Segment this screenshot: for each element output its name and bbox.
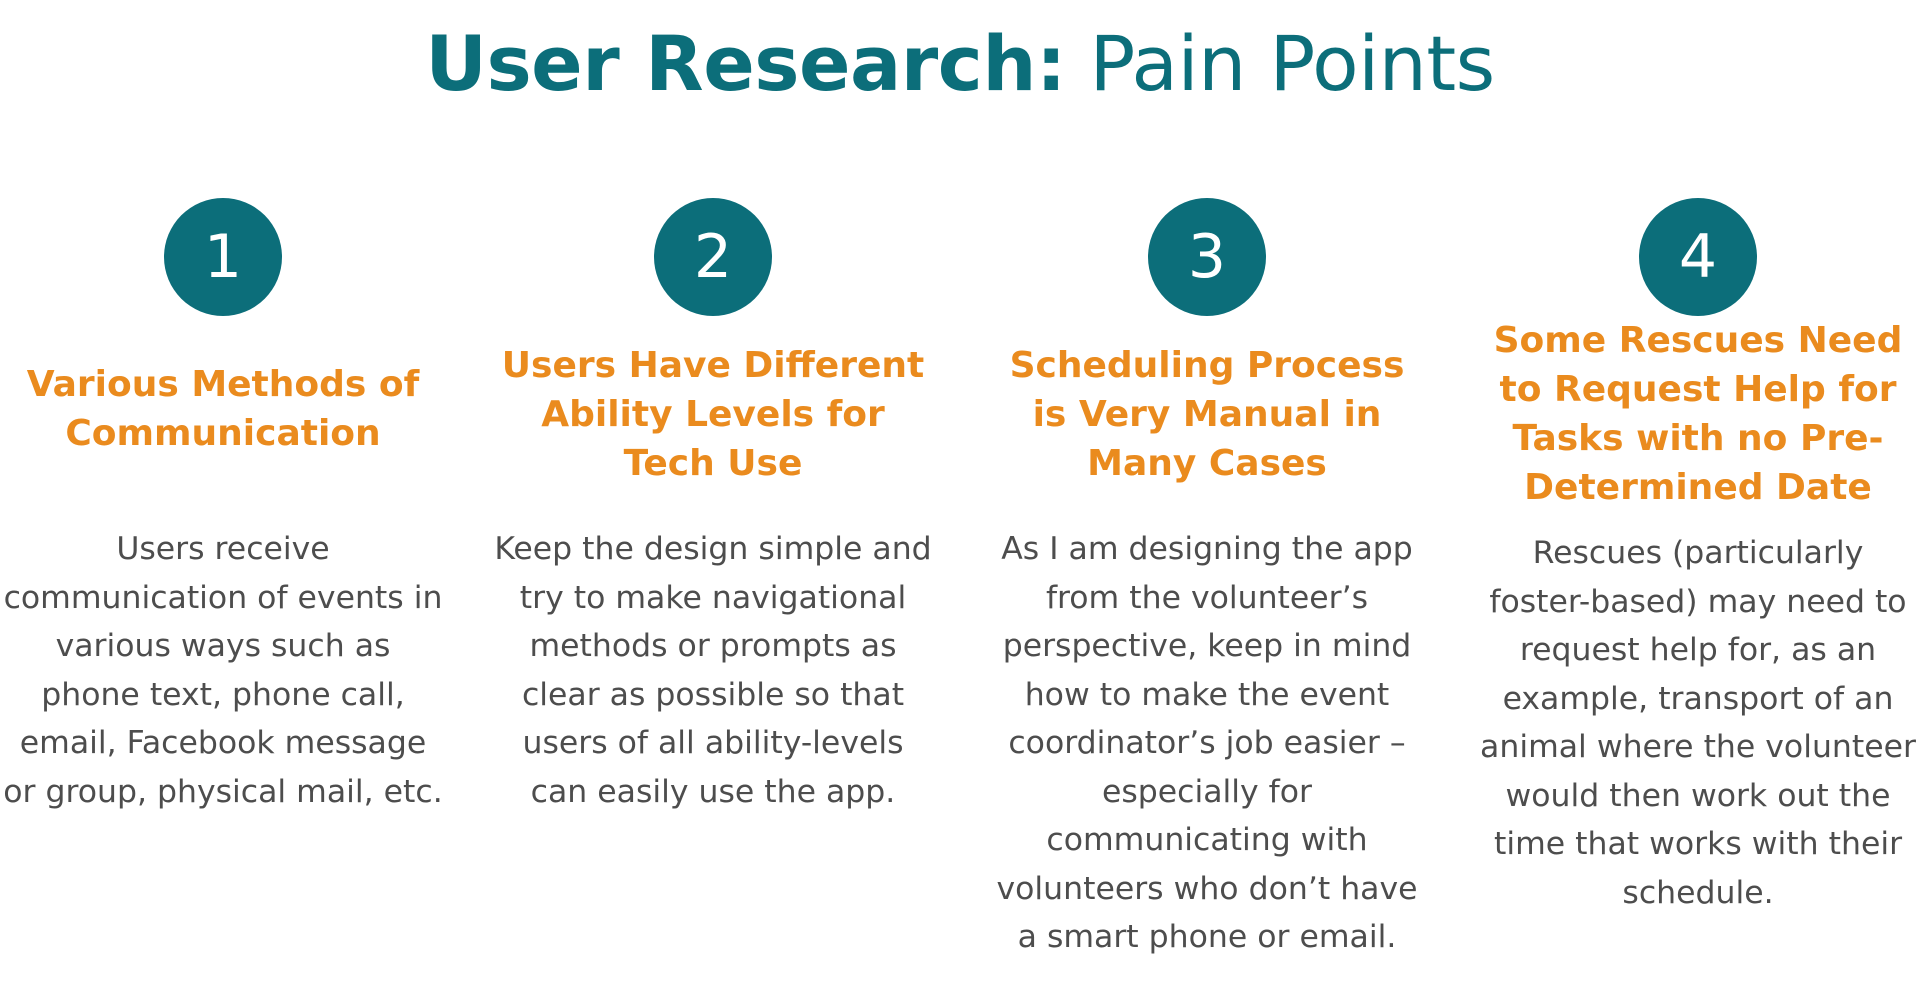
pain-point-2: 2 Users Have Different Ability Levels fo… [493,0,933,985]
pain-point-1: 1 Various Methods of Communication Users… [3,0,443,985]
pain-point-description: Users receive communication of events in… [3,531,443,810]
number-badge: 4 [1639,198,1757,316]
page-title: User Research: Pain Points [0,18,1920,109]
pain-point-heading: Scheduling Process is Very Manual in Man… [1009,345,1405,484]
pain-point-3: 3 Scheduling Process is Very Manual in M… [987,0,1427,985]
title-light: Pain Points [1089,19,1496,108]
number-badge: 2 [654,198,772,316]
number-badge: 3 [1148,198,1266,316]
pain-point-heading: Some Rescues Need to Request Help for Ta… [1493,320,1903,508]
pain-point-description: Keep the design simple and try to make n… [494,531,932,810]
pain-point-4: 4 Some Rescues Need to Request Help for … [1478,0,1918,985]
pain-point-description: Rescues (particularly foster-based) may … [1480,535,1916,911]
pain-point-heading: Various Methods of Communication [26,364,420,454]
pain-point-description: As I am designing the app from the volun… [996,531,1418,955]
title-bold: User Research: [425,19,1066,108]
number-badge: 1 [164,198,282,316]
pain-point-heading: Users Have Different Ability Levels for … [501,345,925,484]
